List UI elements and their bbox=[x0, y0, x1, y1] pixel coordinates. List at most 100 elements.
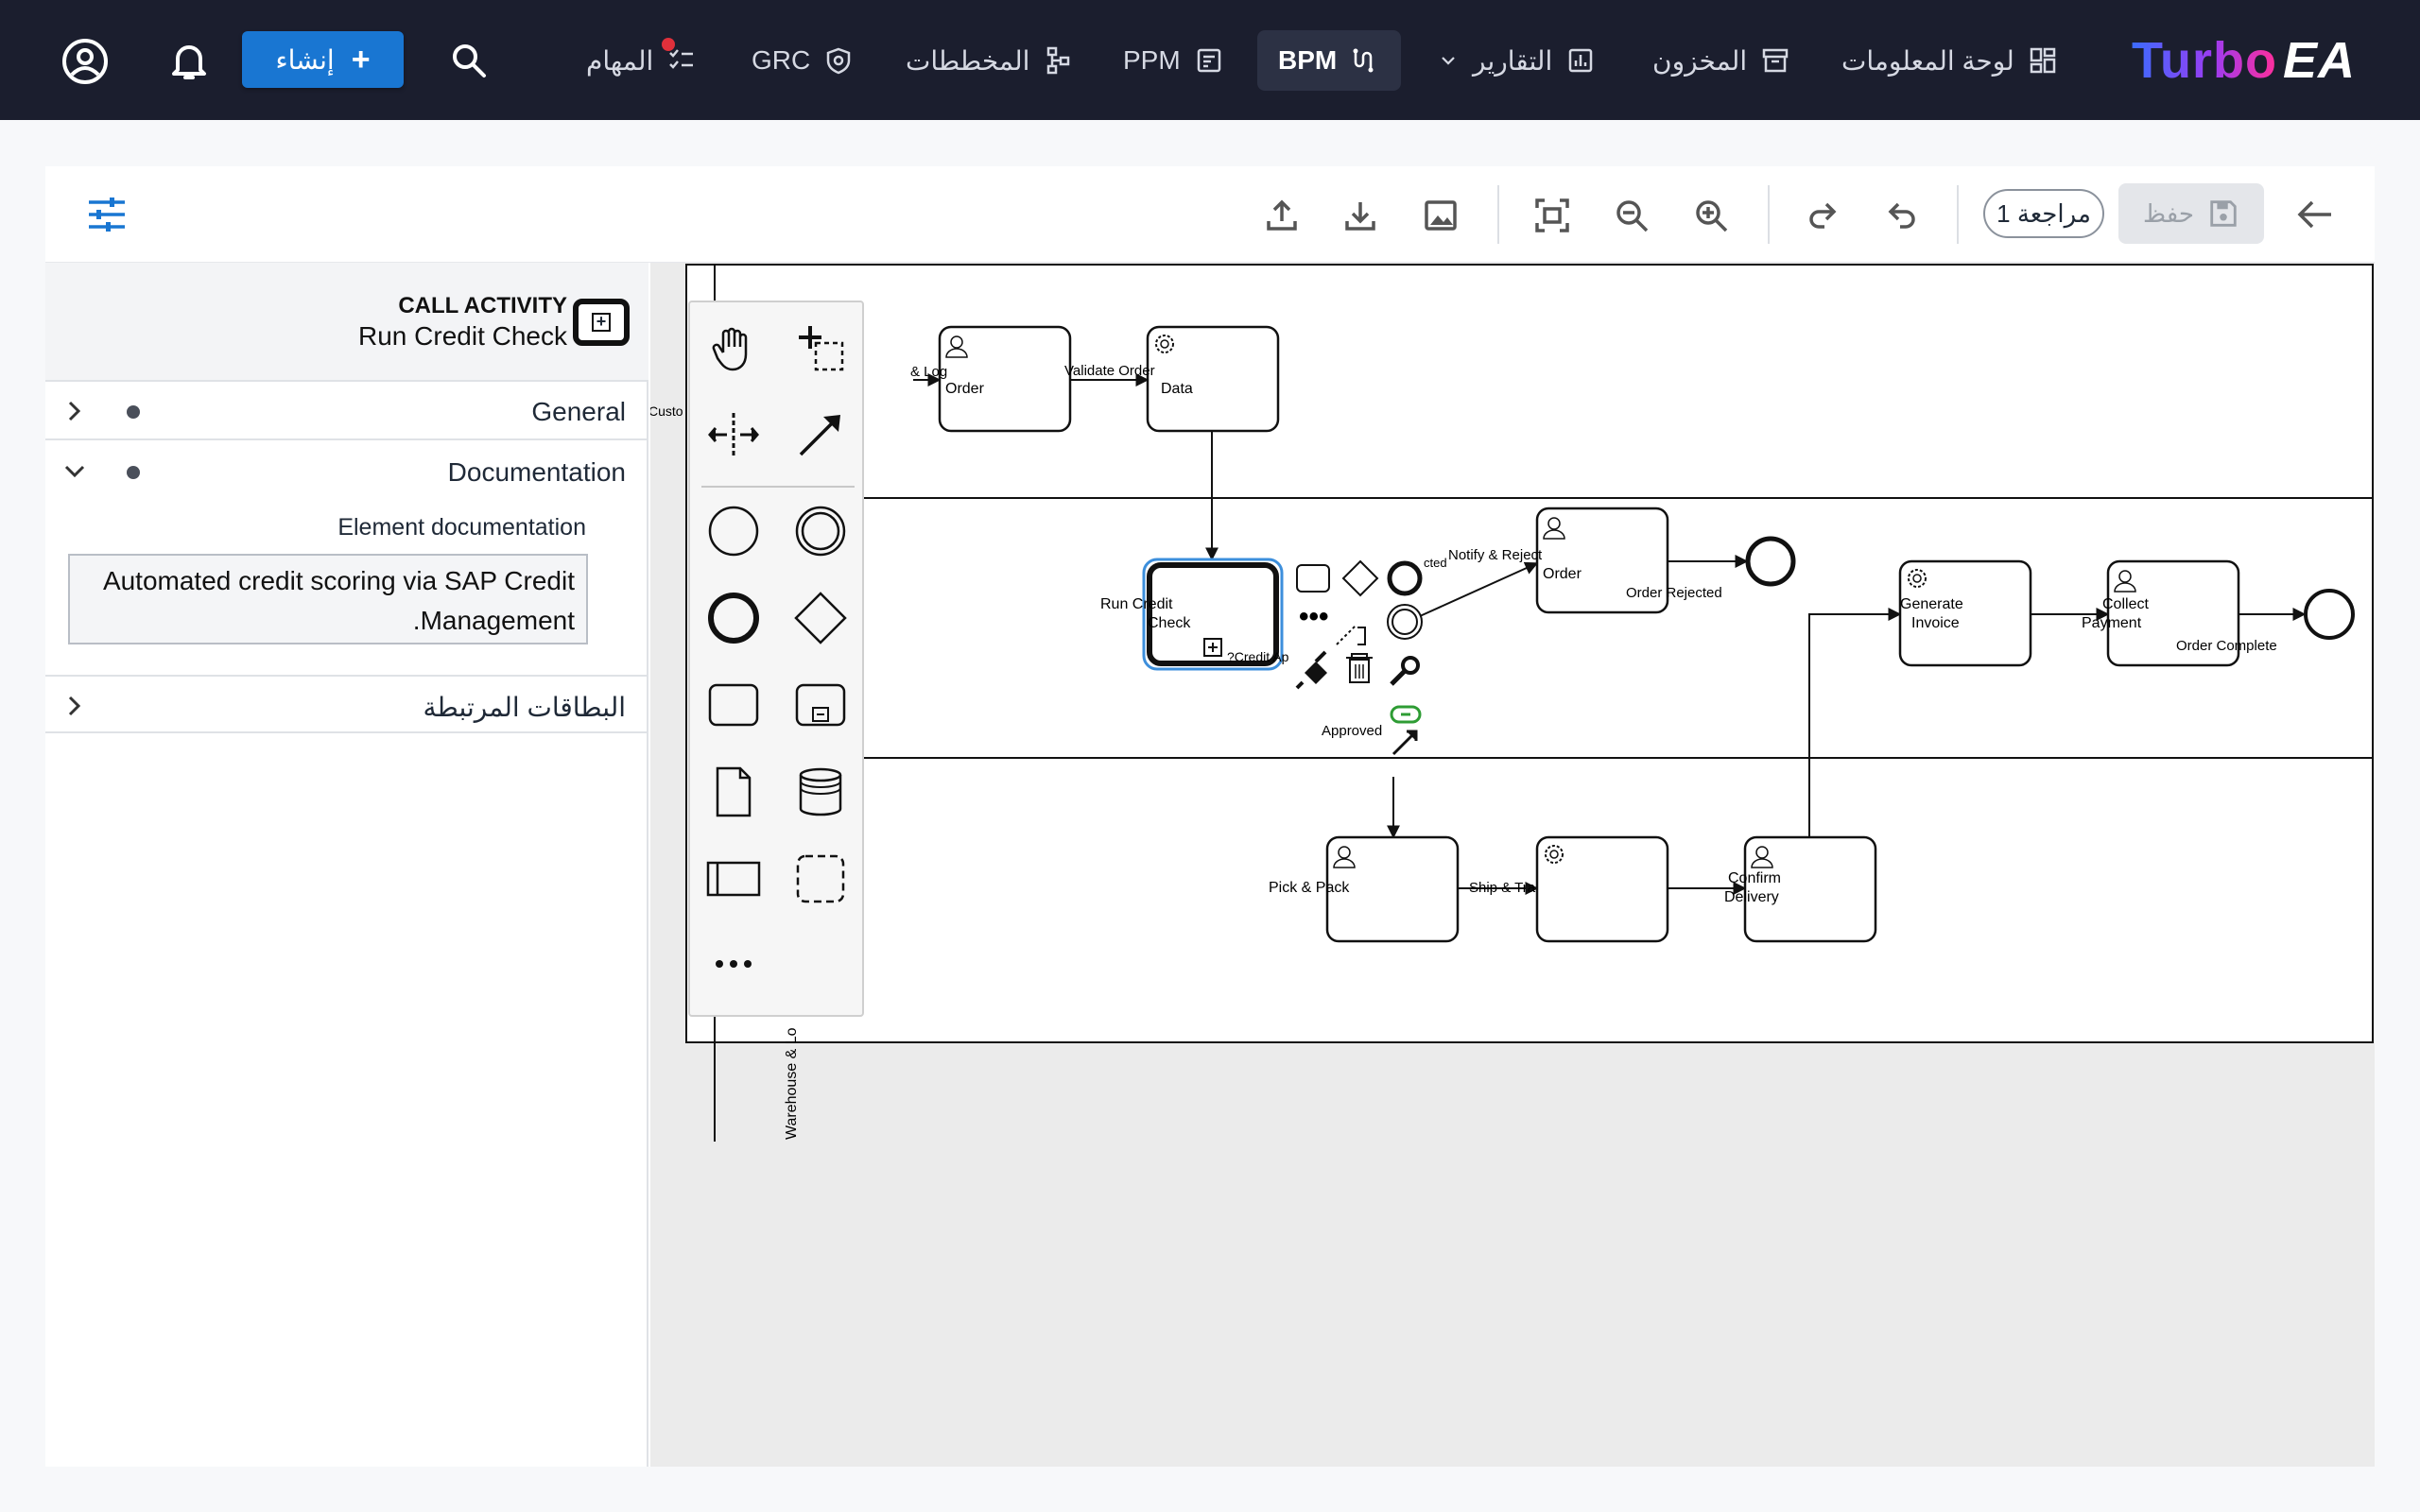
user-task-icon bbox=[2114, 570, 2136, 593]
palette-divider bbox=[701, 486, 855, 488]
append-end-event-icon[interactable] bbox=[1387, 560, 1423, 596]
bpmn-canvas[interactable]: Warehouse & Lo Custo & Log Order Validat… bbox=[650, 263, 2375, 1467]
lasso-tool-icon[interactable] bbox=[790, 318, 851, 378]
start-event-icon[interactable] bbox=[703, 501, 764, 561]
undo-icon[interactable] bbox=[1879, 193, 1925, 238]
nav-item-grc[interactable]: GRC bbox=[752, 30, 854, 91]
delete-trash-icon[interactable] bbox=[1346, 653, 1373, 683]
diagrams-icon bbox=[1047, 46, 1070, 75]
notifications-bell-icon[interactable] bbox=[166, 38, 212, 83]
nav-item-inventory[interactable]: المخزون bbox=[1652, 30, 1790, 91]
nav-item-diagrams[interactable]: المخططات bbox=[906, 30, 1073, 91]
connect-arrow-icon[interactable] bbox=[1392, 730, 1418, 756]
export-image-icon[interactable] bbox=[1418, 193, 1463, 238]
more-options-icon[interactable]: ••• bbox=[1299, 601, 1329, 632]
end-event-order-rejected[interactable] bbox=[1745, 536, 1796, 587]
selection-outline bbox=[1142, 558, 1284, 671]
properties-header: + CALL ACTIVITY Run Credit Check bbox=[45, 263, 648, 382]
group-label: Documentation bbox=[447, 457, 626, 487]
append-task-icon[interactable] bbox=[1296, 564, 1330, 593]
grc-icon bbox=[826, 47, 851, 75]
group-general[interactable]: General bbox=[45, 382, 648, 440]
chevron-down-icon bbox=[1442, 57, 1455, 65]
flow-label: Validate Order bbox=[1064, 363, 1155, 379]
task-label: Order bbox=[945, 381, 985, 397]
subprocess-icon[interactable] bbox=[790, 675, 851, 735]
settings-sliders-icon[interactable] bbox=[85, 193, 129, 236]
properties-panel: + CALL ACTIVITY Run Credit Check General… bbox=[45, 263, 648, 1467]
nav-item-dashboard[interactable]: لوحة المعلومات bbox=[1841, 30, 2058, 91]
nav-item-bpm[interactable]: BPM bbox=[1257, 30, 1402, 91]
fit-view-icon[interactable] bbox=[1530, 193, 1575, 238]
toolbar-divider bbox=[1768, 185, 1770, 244]
user-task-icon bbox=[1333, 846, 1356, 868]
service-task-gear-icon bbox=[1155, 335, 1174, 353]
task-validate-order-data[interactable] bbox=[1146, 325, 1280, 433]
inventory-icon bbox=[1762, 48, 1789, 73]
space-tool-icon[interactable] bbox=[703, 404, 764, 465]
end-event-order-complete[interactable] bbox=[2304, 589, 2355, 640]
logo-turbo-text: Turbo bbox=[2132, 32, 2277, 89]
paint-bucket-icon[interactable] bbox=[1295, 650, 1327, 690]
task-ship-track[interactable] bbox=[1535, 835, 1669, 943]
data-object-icon[interactable] bbox=[703, 762, 764, 822]
intermediate-event-icon[interactable] bbox=[790, 501, 851, 561]
service-task-gear-icon bbox=[1908, 569, 1927, 588]
task-label: & Log bbox=[910, 364, 947, 380]
nav-item-label: المهام bbox=[586, 45, 654, 76]
tasks-alert-badge bbox=[662, 38, 675, 51]
service-task-gear-icon bbox=[1545, 845, 1564, 864]
create-button-label: إنشاء bbox=[275, 44, 335, 75]
download-icon[interactable] bbox=[1338, 193, 1383, 238]
task-label: Generate bbox=[1900, 596, 1963, 612]
account-icon[interactable] bbox=[60, 37, 110, 86]
nav-item-label: لوحة المعلومات bbox=[1841, 45, 2014, 76]
zoom-in-icon[interactable] bbox=[1688, 193, 1734, 238]
upload-icon[interactable] bbox=[1259, 193, 1305, 238]
group-icon[interactable] bbox=[790, 849, 851, 909]
wrench-replace-icon[interactable] bbox=[1390, 656, 1420, 686]
save-button[interactable]: حفظ bbox=[2118, 183, 2264, 244]
nav-item-reports[interactable]: التقارير bbox=[1437, 30, 1596, 91]
link-icon[interactable] bbox=[1390, 705, 1422, 724]
nav-item-tasks[interactable]: المهام bbox=[586, 30, 697, 91]
user-task-icon bbox=[1543, 517, 1565, 540]
task-generate-invoice[interactable] bbox=[1898, 559, 2032, 667]
group-related-cards[interactable]: البطاقات المرتبطة bbox=[45, 675, 648, 733]
nav-item-label: GRC bbox=[752, 45, 811, 75]
task-receive-log-order[interactable] bbox=[938, 325, 1072, 433]
task-icon[interactable] bbox=[703, 675, 764, 735]
context-pad[interactable]: ••• bbox=[1295, 559, 1423, 756]
group-documentation[interactable]: Documentation bbox=[45, 442, 648, 501]
more-tools-icon[interactable] bbox=[703, 934, 764, 994]
turbo-ea-logo[interactable]: Turbo EA bbox=[2132, 26, 2356, 94]
back-arrow-icon[interactable] bbox=[2291, 191, 2339, 238]
data-store-icon[interactable] bbox=[790, 762, 851, 822]
association-icon[interactable] bbox=[1336, 625, 1357, 645]
group-label: البطاقات المرتبطة bbox=[423, 693, 626, 722]
has-data-dot bbox=[127, 466, 140, 479]
documentation-textarea[interactable]: Automated credit scoring via SAP Credit … bbox=[68, 554, 588, 644]
nav-item-label: BPM bbox=[1278, 45, 1338, 75]
zoom-out-icon[interactable] bbox=[1609, 193, 1654, 238]
global-connect-tool-icon[interactable] bbox=[790, 404, 851, 465]
gateway-icon[interactable] bbox=[790, 588, 851, 648]
text-annotation-icon[interactable] bbox=[1357, 627, 1366, 645]
revision-chip: مراجعة 1 bbox=[1983, 189, 2104, 238]
pool-participant-icon[interactable] bbox=[703, 849, 764, 909]
search-icon[interactable] bbox=[450, 42, 488, 79]
has-data-dot bbox=[127, 405, 140, 419]
redo-icon[interactable] bbox=[1800, 193, 1845, 238]
chevron-down-icon bbox=[64, 465, 85, 478]
bpm-icon bbox=[1353, 48, 1374, 73]
nav-item-ppm[interactable]: PPM bbox=[1123, 30, 1224, 91]
task-label: Data bbox=[1161, 381, 1193, 397]
call-activity-run-credit-check[interactable] bbox=[1147, 562, 1279, 666]
hand-tool-icon[interactable] bbox=[703, 318, 764, 378]
create-button[interactable]: + إنشاء bbox=[242, 31, 404, 88]
end-event-icon[interactable] bbox=[703, 588, 764, 648]
group-label: General bbox=[531, 397, 626, 426]
append-gateway-icon[interactable] bbox=[1341, 559, 1379, 597]
task-label: Delivery bbox=[1724, 889, 1779, 905]
bpmn-diagram[interactable]: Warehouse & Lo Custo & Log Order Validat… bbox=[650, 263, 2375, 1467]
